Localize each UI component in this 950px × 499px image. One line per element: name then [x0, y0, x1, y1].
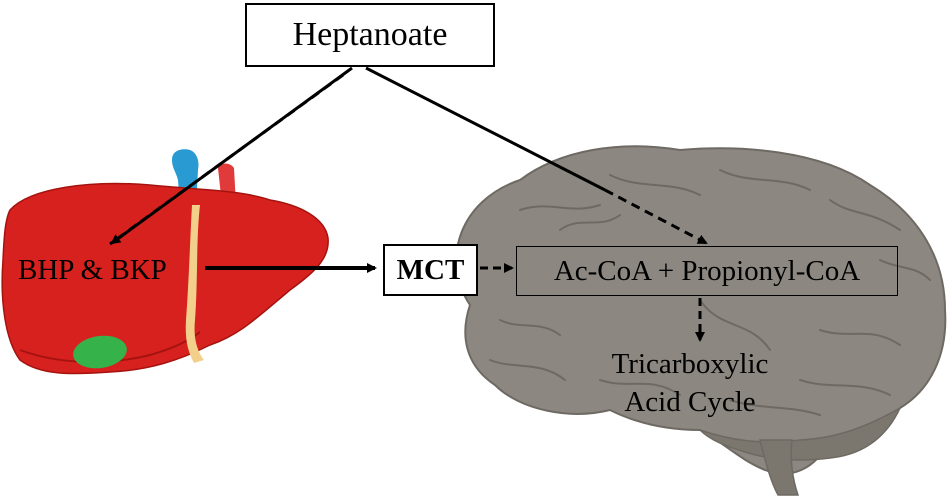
- heptanoate-label: Heptanoate: [292, 16, 448, 53]
- brain-icon: [455, 145, 947, 496]
- tca-label-line2: Acid Cycle: [624, 386, 756, 418]
- tca-cycle-label: Tricarboxylic Acid Cycle: [560, 345, 820, 421]
- heptanoate-box: Heptanoate: [245, 3, 495, 67]
- arrow-heptanoate-to-brain: [365, 66, 708, 245]
- liver-label: BHP & BKP: [18, 254, 167, 286]
- tca-label-line1: Tricarboxylic: [611, 348, 769, 380]
- brain-metabolites-box: Ac-CoA + Propionyl-CoA: [516, 246, 898, 296]
- mct-label: MCT: [396, 253, 465, 286]
- mct-box: MCT: [383, 244, 478, 296]
- arrow-heptanoate-to-liver: [109, 66, 353, 246]
- brain-metabolites-label: Ac-CoA + Propionyl-CoA: [553, 254, 861, 287]
- liver-icon: [1, 149, 329, 375]
